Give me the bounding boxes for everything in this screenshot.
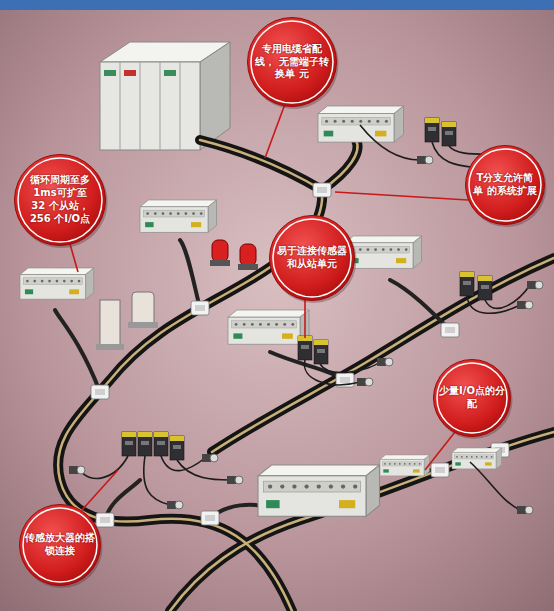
cables: [55, 140, 554, 611]
callout-circle: 易于连接传感器 和从站单元: [269, 215, 355, 301]
callout-ring: [18, 158, 102, 242]
callout-text-box: 专用电缆省配线， 无需端子转换单 元: [247, 17, 337, 107]
callout-ring: [437, 363, 507, 433]
callout-text-box: 易于连接传感器 和从站单元: [269, 215, 355, 301]
callout-text: T分支允许简单 的系统扩展: [472, 172, 538, 198]
callout-disc: [434, 360, 511, 437]
callout-ring: [273, 219, 351, 297]
t-branch-connectors: [91, 183, 509, 527]
callout-disc: [270, 216, 355, 301]
callout-ring: [251, 21, 333, 103]
callout-circle: 专用电缆省配线， 无需端子转换单 元: [247, 17, 337, 107]
callout-text: 循环周期至多 1ms可扩至32 个从站，256 个I/O点: [27, 174, 93, 225]
callout-disc: [248, 18, 337, 107]
callout-text-box: 循环周期至多 1ms可扩至32 个从站，256 个I/O点: [14, 154, 106, 246]
actuator-cylinders: [96, 292, 158, 350]
callout-disc: [20, 505, 101, 586]
callout-circle: 传感放大器的搭 锁连接: [19, 504, 101, 586]
callout-circle: 少量I/O点的分 配: [433, 359, 511, 437]
callout-ring: [23, 508, 97, 582]
sensor-plugs: [69, 154, 543, 514]
callout-text-box: 少量I/O点的分 配: [433, 359, 511, 437]
callout-text: 易于连接传感器 和从站单元: [276, 245, 348, 271]
callout-text: 传感放大器的搭 锁连接: [25, 532, 95, 558]
callout-disc: [15, 155, 106, 246]
callout-text: 专用电缆省配线， 无需端子转换单 元: [255, 43, 329, 81]
sensor-wires: [80, 125, 530, 510]
warning-lamps: [210, 240, 258, 270]
callout-text-box: 传感放大器的搭 锁连接: [19, 504, 101, 586]
plc-unit: [100, 42, 230, 150]
callout-text: 少量I/O点的分 配: [439, 385, 505, 411]
callout-text-box: T分支允许简单 的系统扩展: [465, 145, 545, 225]
callout-disc: [466, 146, 545, 225]
leader-lines: [70, 104, 468, 510]
top-band: [0, 0, 554, 10]
callout-ring: [469, 149, 541, 221]
callout-circle: 循环周期至多 1ms可扩至32 个从站，256 个I/O点: [14, 154, 106, 246]
callout-circle: T分支允许简单 的系统扩展: [465, 145, 545, 225]
